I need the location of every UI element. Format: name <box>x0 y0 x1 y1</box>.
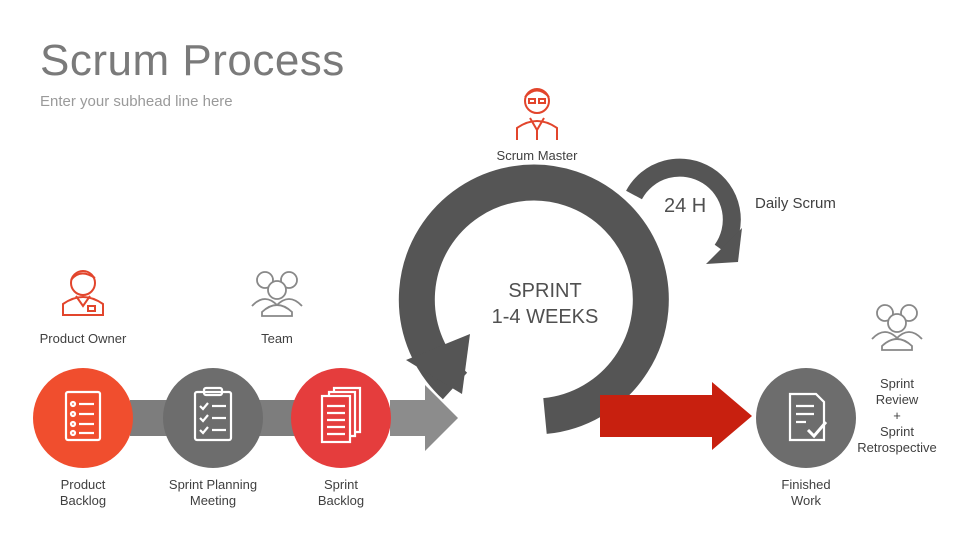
step-label-product-backlog: Product Backlog <box>59 477 107 508</box>
arrow-to-sprint <box>390 385 458 451</box>
daily-scrum-label: Daily Scrum <box>755 195 836 212</box>
daily-scrum-loop <box>626 158 742 264</box>
list-document-icon <box>64 390 102 442</box>
product-owner-icon <box>62 270 104 316</box>
page-subtitle: Enter your subhead line here <box>40 93 233 110</box>
scrum-master-label: Scrum Master <box>496 148 578 163</box>
step-label-sprint-planning: Sprint Planning Meeting <box>168 477 258 508</box>
sprint-title: SPRINT <box>508 280 582 302</box>
review-team-icon <box>871 304 923 351</box>
step-label-sprint-backlog: Sprint Backlog <box>317 477 365 508</box>
sprint-loop-arrowhead <box>406 334 470 394</box>
step-label-finished-work: Finished Work <box>781 477 831 508</box>
stacked-documents-icon <box>320 386 362 444</box>
document-check-icon <box>788 392 828 442</box>
daily-loop-arrowhead <box>706 228 742 264</box>
team-label: Team <box>261 331 293 346</box>
sprint-duration: 1-4 WEEKS <box>491 306 599 328</box>
scrum-master-icon <box>516 88 558 140</box>
step-circle-product-backlog <box>33 368 133 468</box>
step-circle-finished-work <box>756 368 856 468</box>
arrow-to-finished <box>600 382 752 450</box>
page-title: Scrum Process <box>40 36 345 85</box>
product-owner-label: Product Owner <box>39 331 127 346</box>
clipboard-checklist-icon <box>193 386 233 442</box>
review-retrospective-label: Sprint Review + Sprint Retrospective <box>857 376 937 455</box>
step-circle-sprint-backlog <box>291 368 391 468</box>
daily-cycle-label: 24 H <box>664 195 707 217</box>
team-icon <box>251 271 303 317</box>
sprint-loop <box>398 164 669 434</box>
sprint-label: SPRINT 1-4 WEEKS <box>470 278 620 330</box>
